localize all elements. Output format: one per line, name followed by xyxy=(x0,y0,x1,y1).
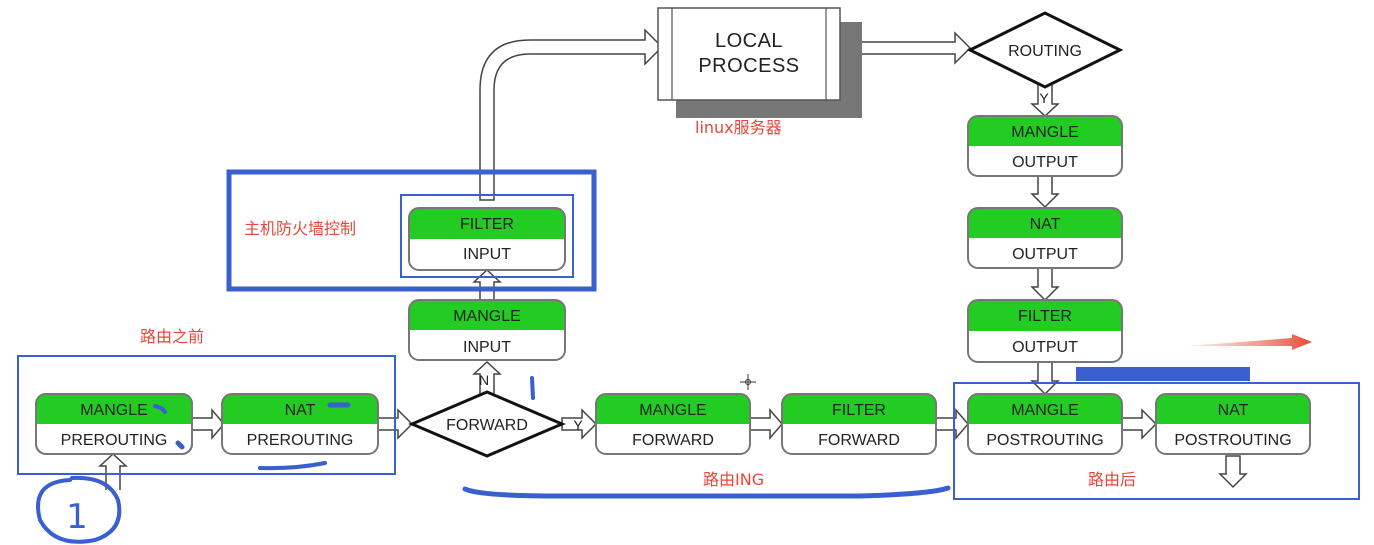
chain-mangle-output: MANGLE OUTPUT xyxy=(967,115,1123,177)
mangle-postrouting-table: MANGLE xyxy=(1011,402,1079,419)
red-arrow xyxy=(1188,334,1312,350)
forward-y-label: Y xyxy=(573,417,583,433)
mangle-output-chain: OUTPUT xyxy=(1012,154,1078,171)
mark-nat-pre-bottom xyxy=(258,461,327,471)
forward-label: FORWARD xyxy=(446,417,528,434)
local-process-line1: LOCAL xyxy=(715,30,783,52)
chain-filter-input: FILTER INPUT xyxy=(408,207,566,271)
mangle-input-table: MANGLE xyxy=(453,308,521,325)
arrow-filter-fwd-to-mangle-post xyxy=(935,407,969,441)
annotation-host-firewall: 主机防火墙控制 xyxy=(244,219,356,238)
chain-mangle-prerouting: MANGLE PREROUTING xyxy=(35,393,193,455)
mangle-postrouting-chain: POSTROUTING xyxy=(986,432,1103,449)
filter-input-table: FILTER xyxy=(460,216,514,233)
filter-output-chain: OUTPUT xyxy=(1012,339,1078,356)
nat-output-table: NAT xyxy=(1030,216,1061,233)
forward-decision: FORWARD xyxy=(408,390,566,458)
arrow-mangle-pre-to-nat-pre xyxy=(191,407,225,441)
mangle-prerouting-table: MANGLE xyxy=(80,402,148,419)
forward-n-label: N xyxy=(479,372,489,388)
local-process-box: LOCAL PROCESS xyxy=(657,7,862,118)
arrow-routing-to-mangle-output xyxy=(1030,83,1060,118)
mark-prerouting-dot xyxy=(175,440,185,450)
chain-nat-output: NAT OUTPUT xyxy=(967,207,1123,269)
circle-one xyxy=(36,475,122,544)
chain-filter-output: FILTER OUTPUT xyxy=(967,299,1123,363)
filter-output-table: FILTER xyxy=(1018,308,1072,325)
filter-input-chain: INPUT xyxy=(463,246,511,263)
arrow-outgoing-packets xyxy=(1218,455,1248,489)
after-routing-box xyxy=(953,382,1360,500)
arrow-mangle-post-to-nat-post xyxy=(1121,408,1158,440)
chain-mangle-forward: MANGLE FORWARD xyxy=(595,393,751,455)
mark-forward-n xyxy=(530,376,535,400)
crosshair-cursor-icon xyxy=(740,374,756,390)
filter-input-highlight-box xyxy=(400,194,574,278)
routing-y-label: Y xyxy=(1039,90,1049,106)
mangle-forward-table: MANGLE xyxy=(639,402,707,419)
arrow-mangle-input-to-filter-input xyxy=(472,268,502,301)
bracket-routing-ing xyxy=(462,485,951,499)
blue-highlight-bar xyxy=(1076,367,1250,381)
chain-filter-forward: FILTER FORWARD xyxy=(781,393,937,455)
arrow-filter-output-to-mangle-postrouting xyxy=(1030,361,1060,396)
before-routing-box xyxy=(17,355,396,475)
mangle-prerouting-chain: PREROUTING xyxy=(61,432,168,449)
routing-label: ROUTING xyxy=(1008,43,1082,60)
chain-mangle-postrouting: MANGLE POSTROUTING xyxy=(967,393,1123,455)
nat-postrouting-table: NAT xyxy=(1218,402,1249,419)
mangle-forward-chain: FORWARD xyxy=(632,432,714,449)
nat-postrouting-chain: POSTROUTING xyxy=(1174,432,1291,449)
filter-forward-table: FILTER xyxy=(832,402,886,419)
annotation-after-routing: 路由后 xyxy=(1088,470,1136,489)
handwritten-one: 1 xyxy=(66,497,88,537)
arrow-mangle-output-to-nat-output xyxy=(1030,175,1060,209)
arrow-nat-output-to-filter-output xyxy=(1030,267,1060,302)
chain-nat-postrouting: NAT POSTROUTING xyxy=(1155,393,1311,455)
chain-mangle-input: MANGLE INPUT xyxy=(408,299,566,361)
filter-forward-chain: FORWARD xyxy=(818,432,900,449)
arrow-forward-to-mangle-forward xyxy=(561,408,598,440)
annotation-linux-server: linux服务器 xyxy=(695,118,782,137)
mark-mangle-pre-dot xyxy=(153,404,167,414)
routing-decision: ROUTING xyxy=(966,11,1124,89)
annotation-before-routing: 路由之前 xyxy=(140,327,204,346)
nat-output-chain: OUTPUT xyxy=(1012,246,1078,263)
arrow-mangle-fwd-to-filter-fwd xyxy=(749,407,783,441)
mangle-input-chain: INPUT xyxy=(463,339,511,356)
nat-prerouting-chain: PREROUTING xyxy=(247,432,354,449)
handwritten-marks xyxy=(36,376,951,544)
mangle-output-table: MANGLE xyxy=(1011,124,1079,141)
local-process-line2: PROCESS xyxy=(698,55,799,77)
annotation-routing-ing: 路由ING xyxy=(703,470,764,489)
nat-prerouting-table: NAT xyxy=(285,402,316,419)
chain-nat-prerouting: NAT PREROUTING xyxy=(221,393,379,455)
flow-arrows xyxy=(98,28,1248,490)
host-firewall-outer-box xyxy=(226,169,597,292)
